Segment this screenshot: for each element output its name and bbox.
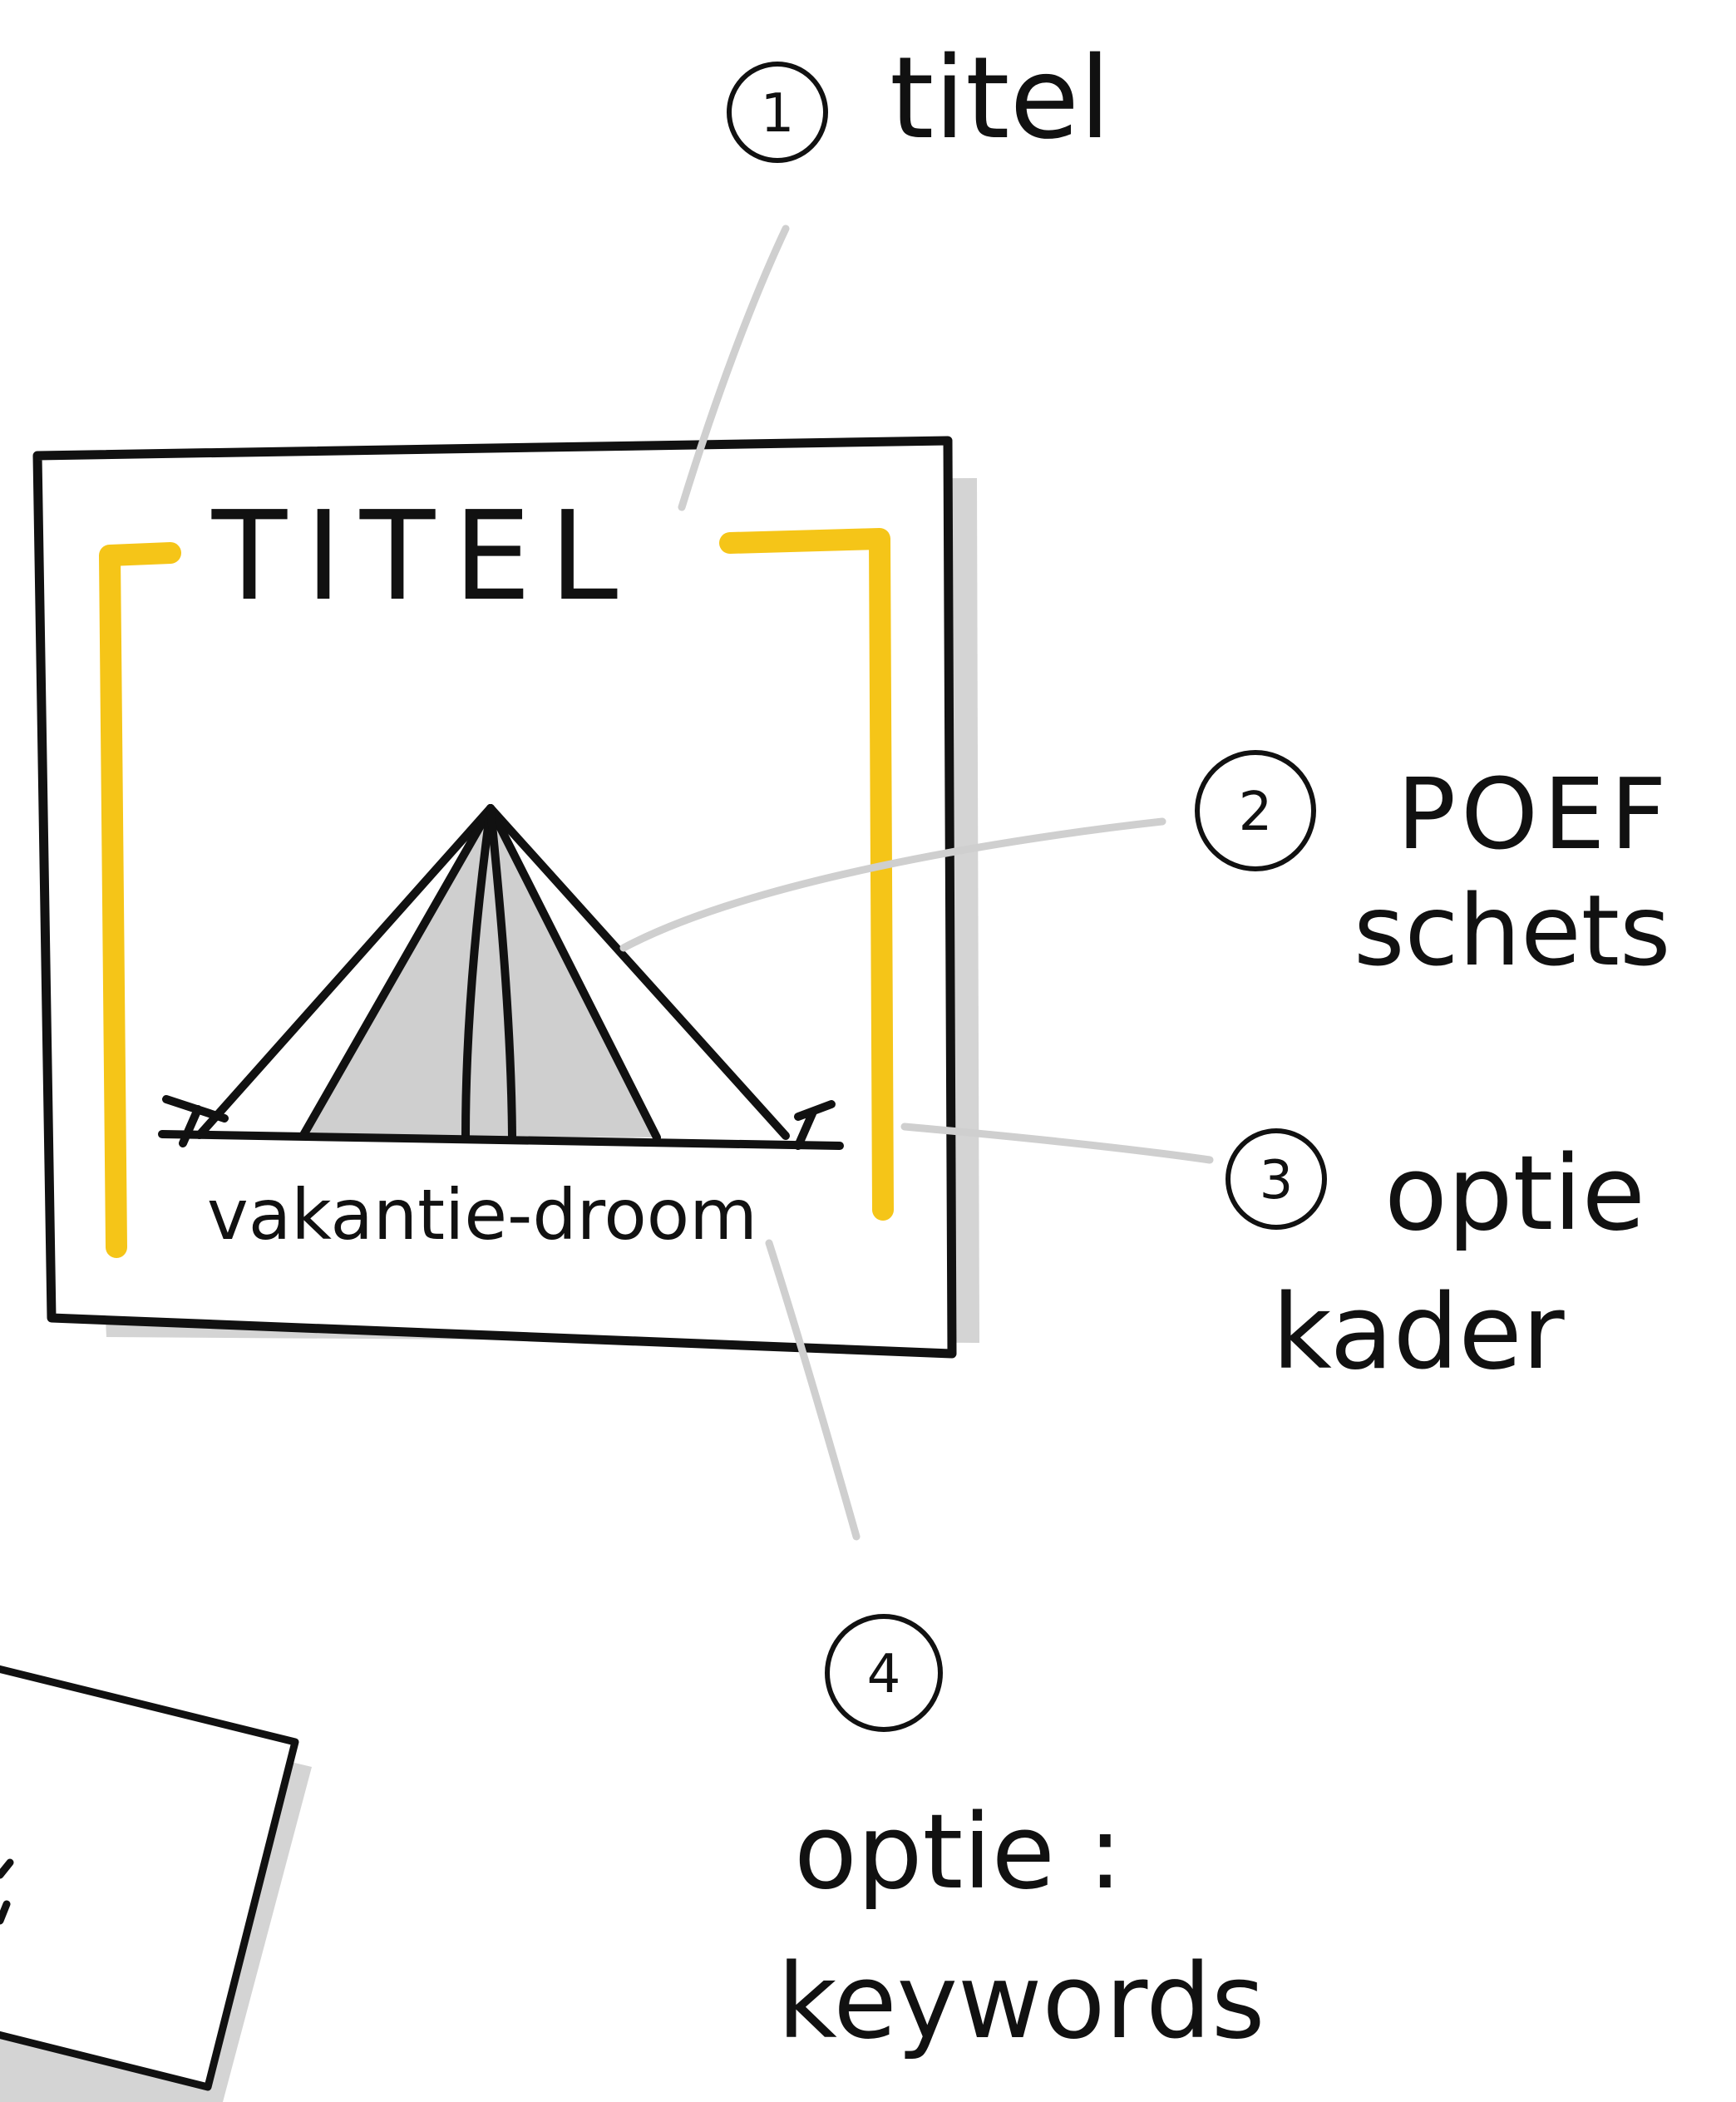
partial-card-mark (0, 1858, 14, 1925)
annotation-label: optie : (794, 1793, 1122, 1912)
tent-icon (158, 804, 844, 1150)
pointer-line-2 (619, 817, 1166, 952)
yellow-frame (99, 528, 894, 1258)
annotation-label: keywords (777, 1942, 1265, 2062)
card-title: TITEL (211, 485, 636, 628)
annotation-1: 1 titel (727, 33, 1111, 165)
annotation-number: 2 (1239, 782, 1273, 843)
number-badge-3 (1226, 1128, 1327, 1230)
partial-card (0, 1665, 312, 2102)
partial-card-border (0, 1665, 299, 2091)
annotation-3: 3 optie kader (1226, 1128, 1645, 1393)
number-badge-4 (825, 1614, 943, 1732)
annotation-number: 3 (1260, 1150, 1294, 1211)
annotation-4: 4 optie : keywords (777, 1614, 1265, 2062)
number-badge-1 (727, 62, 828, 163)
number-badge-2 (1195, 750, 1316, 871)
annotation-label: kader (1272, 1273, 1565, 1393)
pointer-lines (619, 225, 1214, 1541)
annotation-number: 4 (867, 1644, 901, 1705)
pointer-line-3 (900, 1123, 1214, 1164)
annotation-2: 2 POEF schets (1195, 750, 1671, 988)
annotation-number: 1 (761, 83, 795, 145)
annotation-label: POEF (1397, 757, 1671, 871)
pointer-line-1 (678, 225, 790, 511)
card-keyword: vakantie-droom (207, 1174, 757, 1256)
pointer-line-4 (765, 1239, 861, 1541)
title-card: TITEL vakantie-droom (32, 436, 979, 1359)
annotation-label: titel (890, 33, 1111, 165)
annotation-label: optie (1384, 1134, 1645, 1254)
annotation-label: schets (1354, 873, 1670, 988)
